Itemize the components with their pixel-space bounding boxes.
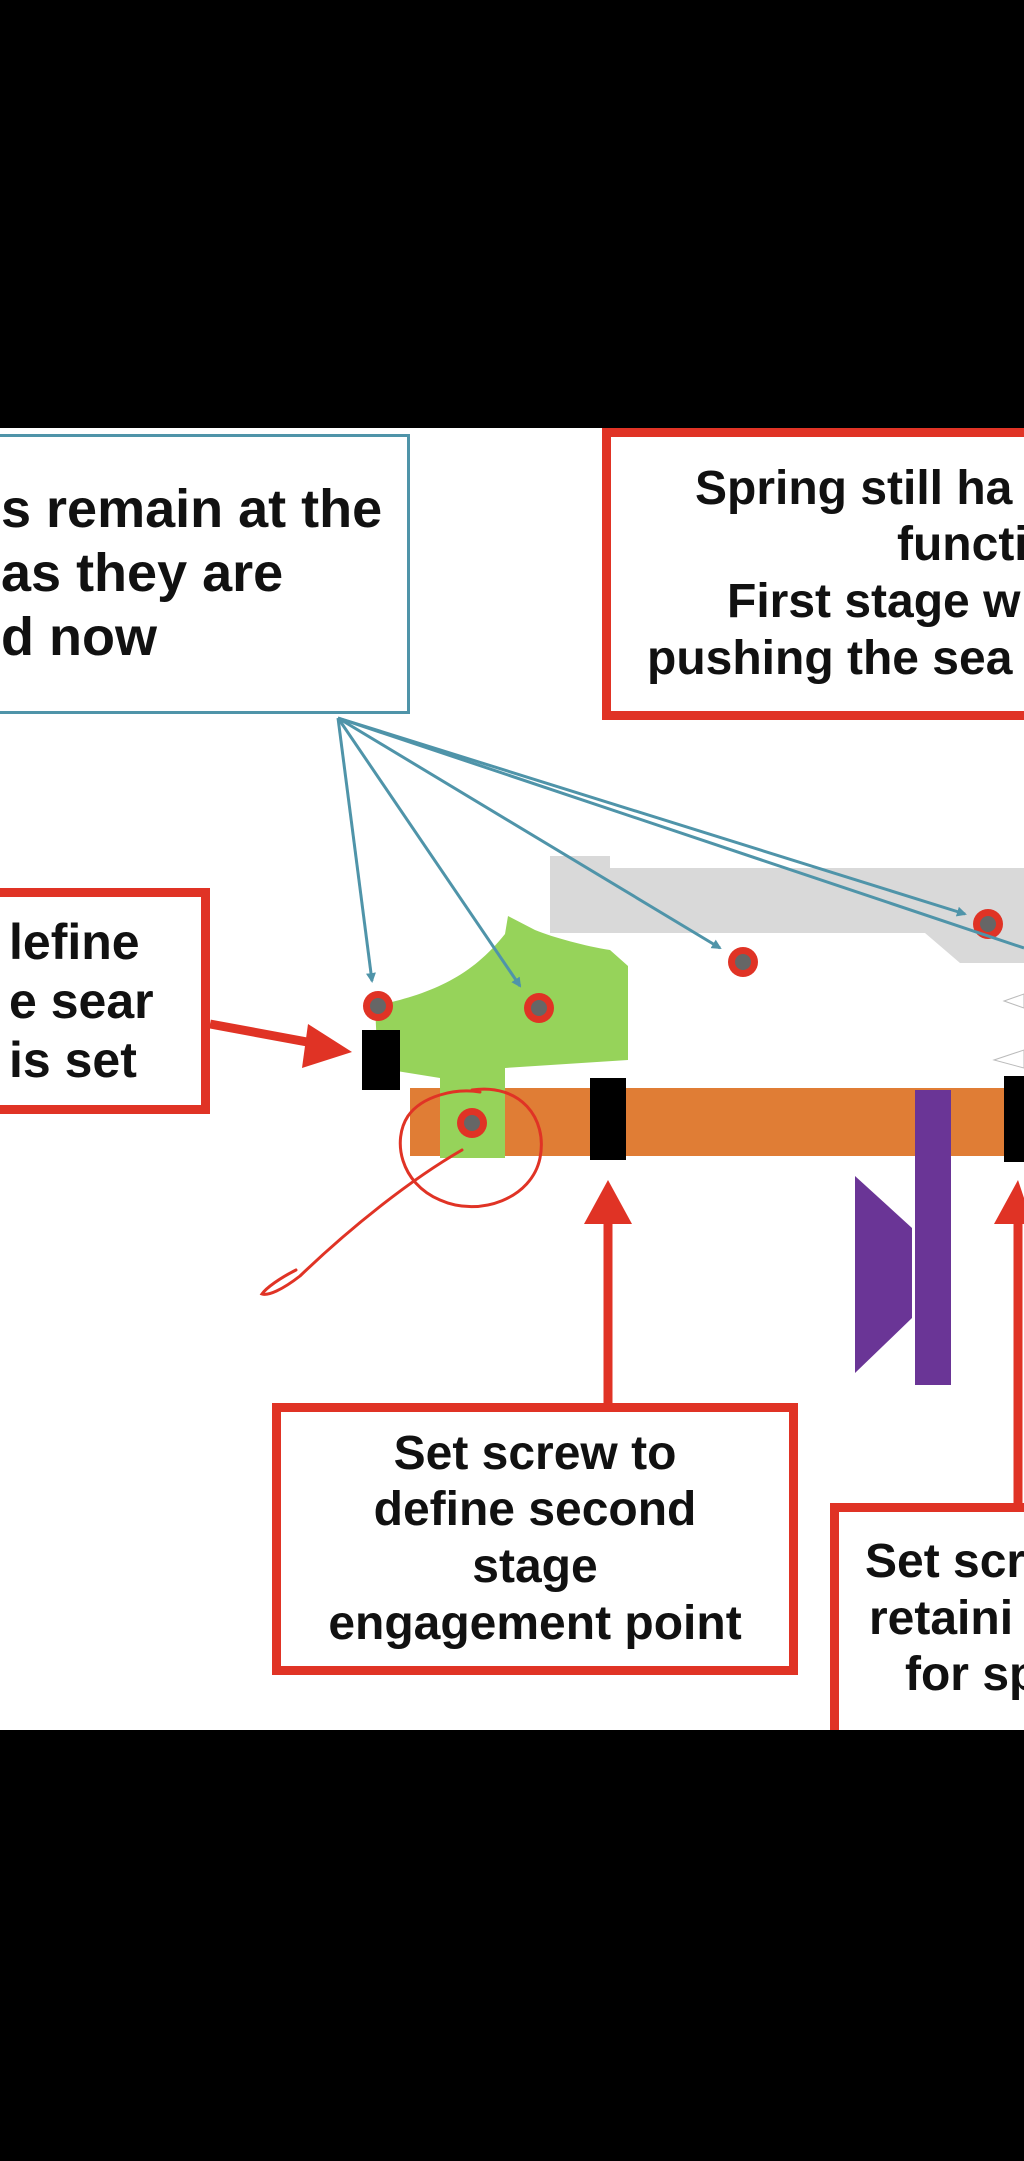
callout-top-left-line-2: as they are [1, 543, 284, 604]
callout-bottom-center-line-2: define second [373, 1483, 697, 1537]
callout-top-left-line-3: d now [1, 606, 157, 667]
callout-top-right-line-1: Spring still ha [695, 461, 1013, 515]
callout-top-right-line-4: pushing the sea [647, 631, 1013, 685]
white-arrow-lower [992, 1049, 1024, 1069]
pivot-pin-4 [973, 909, 1003, 939]
callout-top-right-line-3: First stage w [727, 575, 1021, 628]
callout-bottom-right-line-1: Set scr [865, 1535, 1024, 1588]
diagram-panel: s remain at the as they are d now Spring… [0, 428, 1024, 1730]
callout-left-mid-line-3: is set [9, 1031, 137, 1088]
mechanism-diagram [209, 716, 1024, 1510]
callout-left-mid-line-2: e sear [9, 972, 154, 1029]
pivot-pin-1 [363, 991, 393, 1021]
callout-bottom-right-line-3: for sp [905, 1648, 1024, 1702]
red-arrow-left [209, 1019, 352, 1068]
red-arrow-center [584, 1180, 632, 1403]
set-screw-left [362, 1030, 400, 1090]
callout-top-left: s remain at the as they are d now [0, 434, 410, 714]
callout-bottom-right-line-2: retaini [869, 1591, 1014, 1645]
white-arrow-upper [1002, 993, 1024, 1009]
callout-left-mid: lefine e sear is set [0, 888, 210, 1114]
callout-bottom-right: Set scr retaini for sp [830, 1503, 1024, 1730]
callout-bottom-center-line-3: stage [472, 1540, 598, 1593]
hand-drawn-annotation [259, 1087, 543, 1296]
blue-pointer-lines [336, 716, 1024, 988]
green-sear [375, 916, 628, 1158]
callout-bottom-center-line-1: Set screw to [393, 1426, 677, 1480]
callout-top-right: Spring still ha functi First stage w pus… [602, 428, 1024, 720]
callout-bottom-center: Set screw to define second stage engagem… [272, 1403, 798, 1675]
red-arrow-right [994, 1180, 1024, 1510]
callout-top-left-line-1: s remain at the [1, 479, 383, 540]
pivot-pin-2 [524, 993, 554, 1023]
set-screw-right [1004, 1076, 1024, 1162]
gray-housing-part [550, 856, 1024, 963]
callout-left-mid-line-1: lefine [9, 913, 140, 970]
purple-spring-left [855, 1176, 912, 1373]
callout-bottom-center-line-4: engagement point [328, 1596, 742, 1650]
callout-top-right-line-2: functi [897, 518, 1024, 572]
pivot-pin-3 [728, 947, 758, 977]
set-screw-center [590, 1078, 626, 1160]
purple-spring-bar [915, 1090, 951, 1385]
pivot-pin-5 [457, 1108, 487, 1138]
